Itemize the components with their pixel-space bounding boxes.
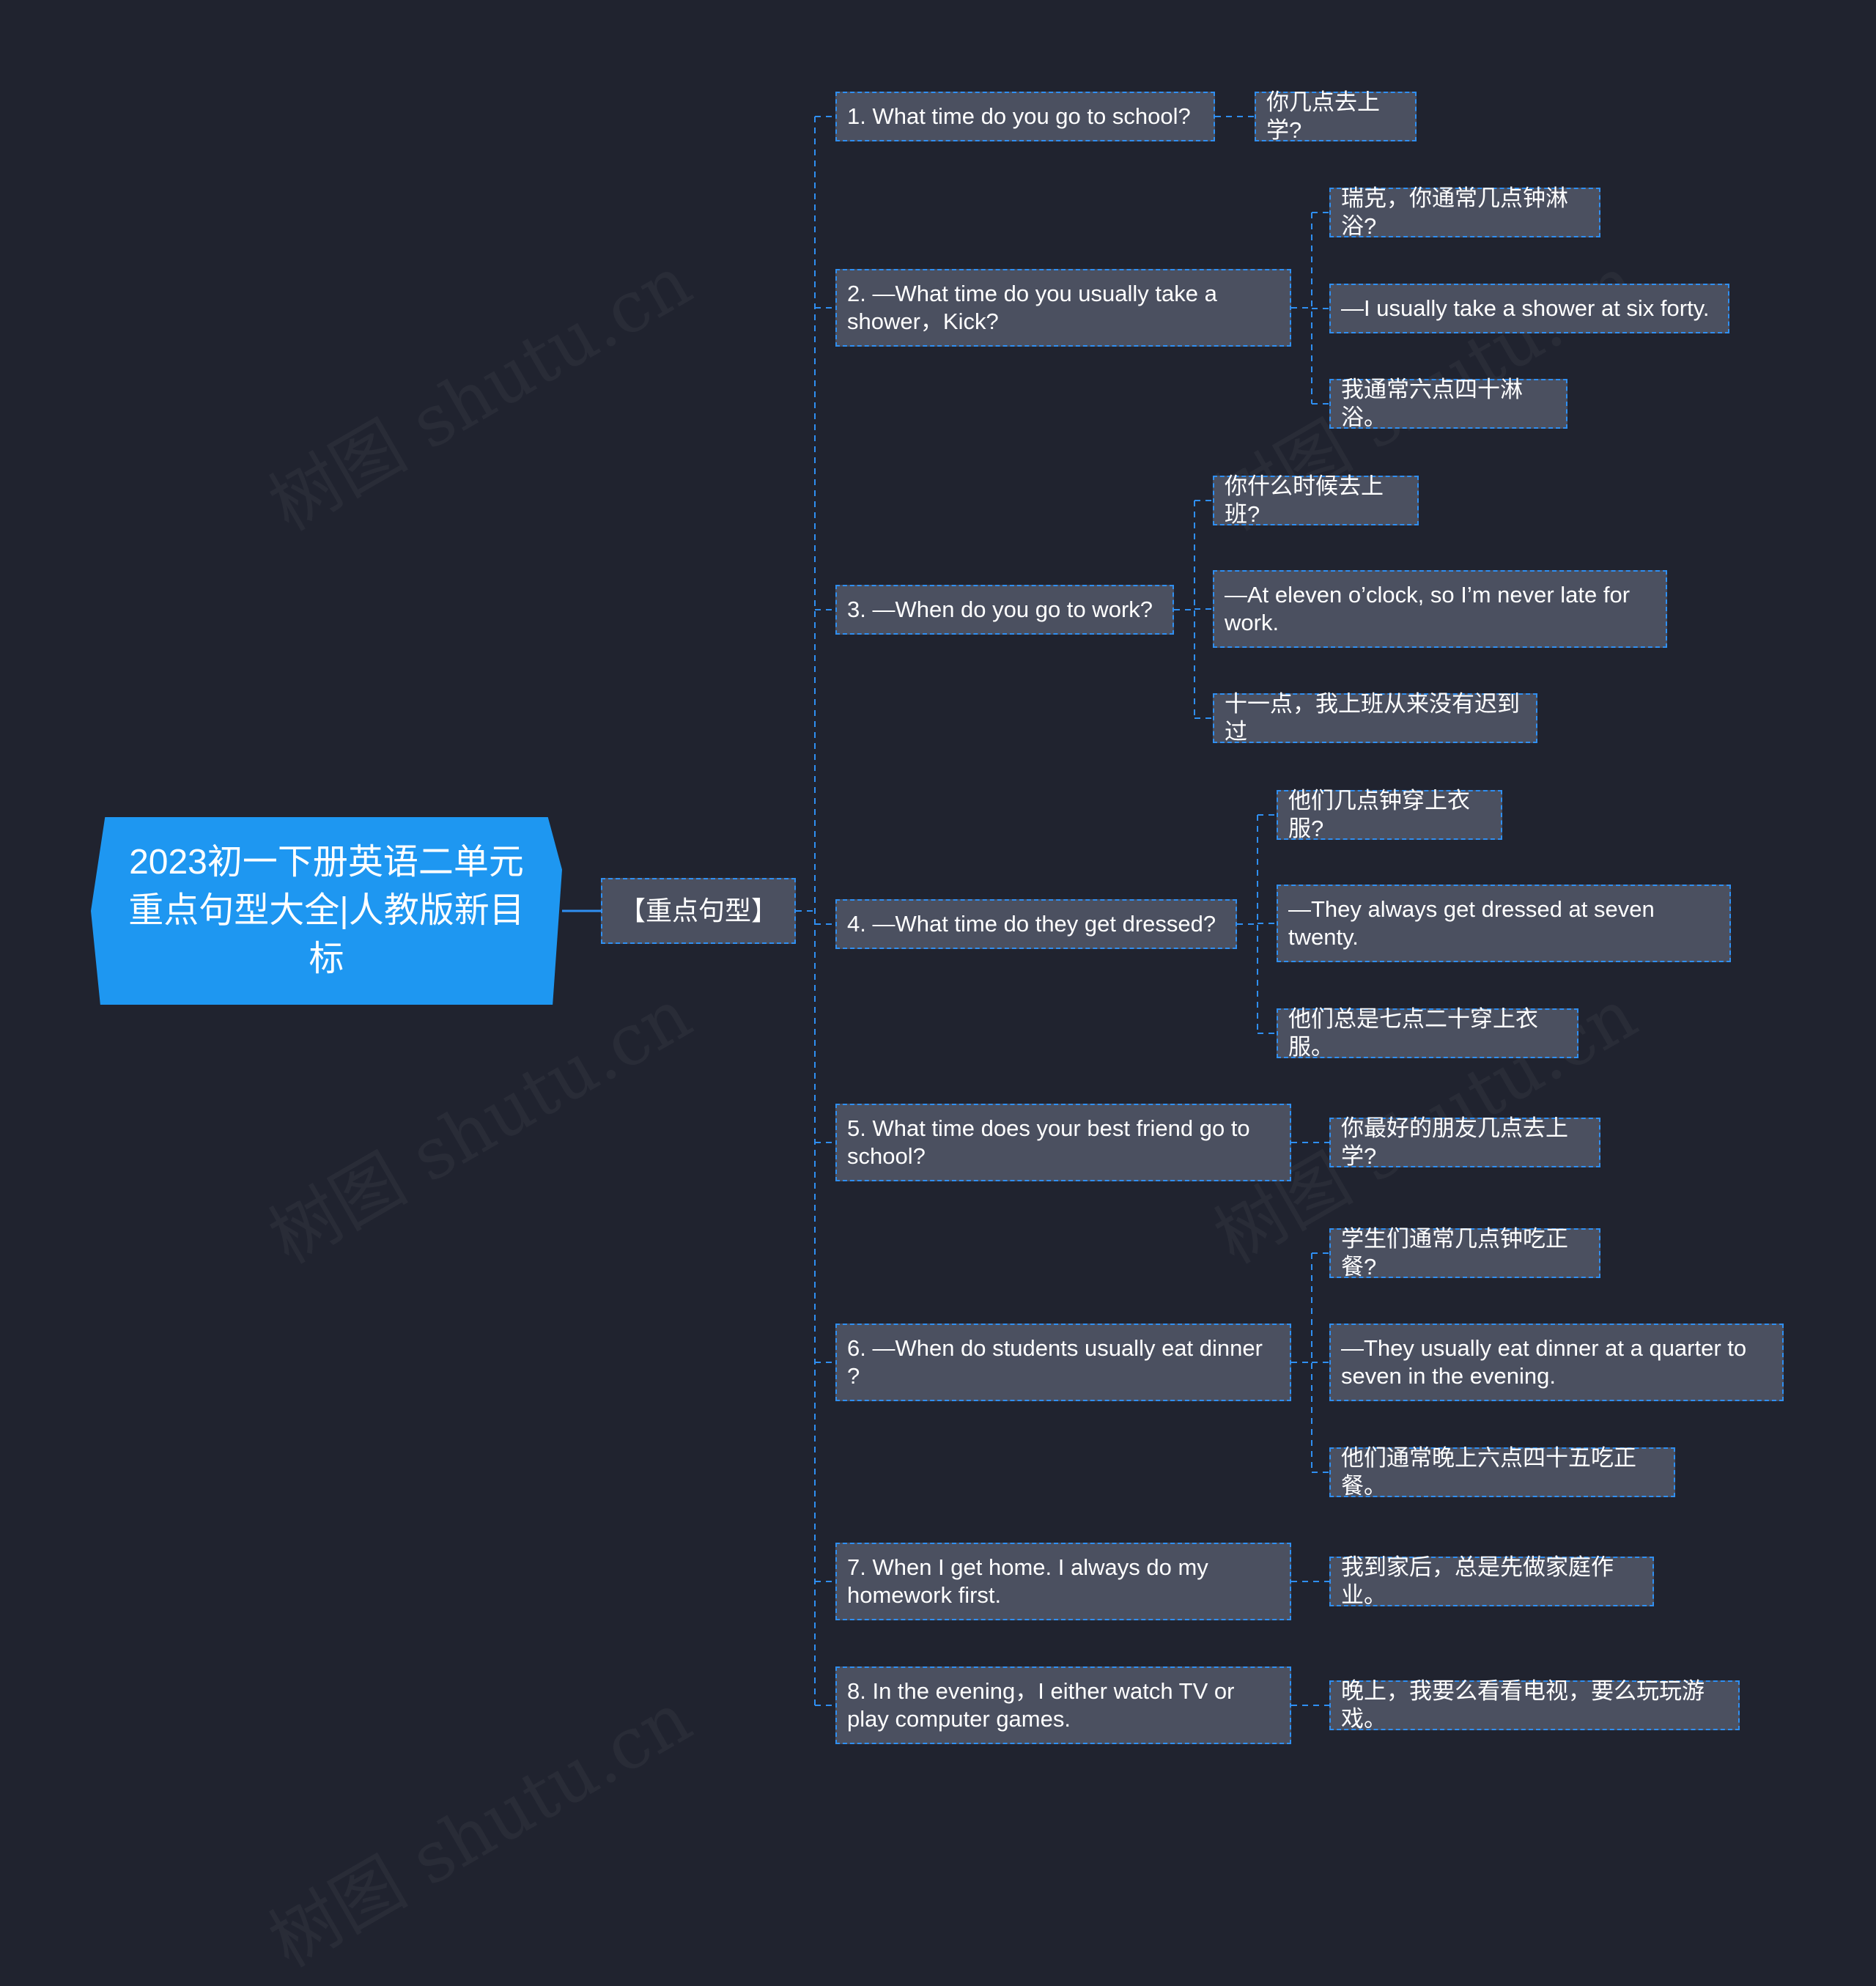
branch-node-6[interactable]: 6. —When do students usually eat dinner … <box>835 1324 1291 1401</box>
leaf-node-6-2[interactable]: —They usually eat dinner at a quarter to… <box>1329 1324 1784 1401</box>
leaf-node-5-1[interactable]: 你最好的朋友几点去上学? <box>1329 1115 1600 1169</box>
leaf-node-3-2[interactable]: —At eleven o’clock, so I’m never late fo… <box>1213 570 1667 648</box>
leaf-text: 学生们通常几点钟吃正餐? <box>1341 1226 1568 1280</box>
root-node[interactable]: 2023初一下册英语二单元重点句型大全|人教版新目标 <box>91 817 562 1005</box>
leaf-text: 我到家后，总是先做家庭作业。 <box>1341 1554 1614 1608</box>
leaf-text: 你什么时候去上班? <box>1225 473 1384 527</box>
leaf-node-6-1[interactable]: 学生们通常几点钟吃正餐? <box>1329 1226 1600 1280</box>
leaf-node-2-1[interactable]: 瑞克，你通常几点钟淋浴? <box>1329 185 1600 239</box>
leaf-node-4-3[interactable]: 他们总是七点二十穿上衣服。 <box>1277 1006 1578 1060</box>
leaf-text: 他们总是七点二十穿上衣服。 <box>1288 1006 1538 1060</box>
branch-text: 5. What time does your best friend go to… <box>847 1115 1250 1169</box>
leaf-text: 他们几点钟穿上衣服? <box>1288 788 1470 841</box>
leaf-node-2-2[interactable]: —I usually take a shower at six forty. <box>1329 284 1729 333</box>
leaf-text: —They usually eat dinner at a quarter to… <box>1341 1335 1747 1389</box>
leaf-node-4-2[interactable]: —They always get dressed at seven twenty… <box>1277 885 1731 962</box>
branch-node-1[interactable]: 1. What time do you go to school? <box>835 92 1215 141</box>
branch-text: 6. —When do students usually eat dinner … <box>847 1335 1263 1389</box>
branch-text: 2. —What time do you usually take a show… <box>847 281 1217 334</box>
branch-node-3[interactable]: 3. —When do you go to work? <box>835 585 1174 635</box>
branch-node-8[interactable]: 8. In the evening，I either watch TV or p… <box>835 1666 1291 1744</box>
leaf-text: 你几点去上学? <box>1266 89 1380 143</box>
leaf-node-2-3[interactable]: 我通常六点四十淋浴。 <box>1329 377 1567 430</box>
branch-node-2[interactable]: 2. —What time do you usually take a show… <box>835 269 1291 347</box>
leaf-node-6-3[interactable]: 他们通常晚上六点四十五吃正餐。 <box>1329 1445 1675 1499</box>
mind-map: 2023初一下册英语二单元重点句型大全|人教版新目标 【重点句型】 1. Wha… <box>91 89 1784 1744</box>
branch-text: 1. What time do you go to school? <box>847 103 1191 129</box>
branch-text: 8. In the evening，I either watch TV or p… <box>847 1678 1235 1732</box>
hub-node[interactable]: 【重点句型】 <box>601 878 796 944</box>
branch-node-4[interactable]: 4. —What time do they get dressed? <box>835 899 1237 949</box>
leaf-node-3-3[interactable]: 十一点，我上班从来没有迟到过 <box>1213 691 1537 745</box>
hub-label: 【重点句型】 <box>618 896 778 926</box>
leaf-node-3-1[interactable]: 你什么时候去上班? <box>1213 473 1419 527</box>
leaf-node-1-1[interactable]: 你几点去上学? <box>1255 89 1417 143</box>
connector-lines <box>562 116 1329 1706</box>
branch-text: 7. When I get home. I always do my homew… <box>847 1554 1208 1608</box>
branch-text: 4. —What time do they get dressed? <box>847 911 1216 937</box>
branch-node-7[interactable]: 7. When I get home. I always do my homew… <box>835 1543 1291 1620</box>
leaf-text: —They always get dressed at seven twenty… <box>1288 896 1655 950</box>
leaf-node-7-1[interactable]: 我到家后，总是先做家庭作业。 <box>1329 1554 1654 1608</box>
leaf-node-8-1[interactable]: 晚上，我要么看看电视，要么玩玩游戏。 <box>1329 1678 1740 1732</box>
leaf-text: 我通常六点四十淋浴。 <box>1341 377 1523 430</box>
leaf-node-4-1[interactable]: 他们几点钟穿上衣服? <box>1277 788 1502 841</box>
root-title: 2023初一下册英语二单元重点句型大全|人教版新目标 <box>128 843 525 978</box>
branch-text: 3. —When do you go to work? <box>847 597 1153 622</box>
leaf-text: 你最好的朋友几点去上学? <box>1341 1115 1568 1169</box>
leaf-text: 他们通常晚上六点四十五吃正餐。 <box>1341 1445 1636 1499</box>
leaf-text: 十一点，我上班从来没有迟到过 <box>1225 691 1520 745</box>
leaf-text: —At eleven o’clock, so I’m never late fo… <box>1225 582 1631 635</box>
leaf-text: —I usually take a shower at six forty. <box>1341 295 1710 321</box>
leaf-text: 晚上，我要么看看电视，要么玩玩游戏。 <box>1341 1678 1705 1732</box>
branch-node-5[interactable]: 5. What time does your best friend go to… <box>835 1104 1291 1181</box>
leaf-text: 瑞克，你通常几点钟淋浴? <box>1341 185 1568 239</box>
